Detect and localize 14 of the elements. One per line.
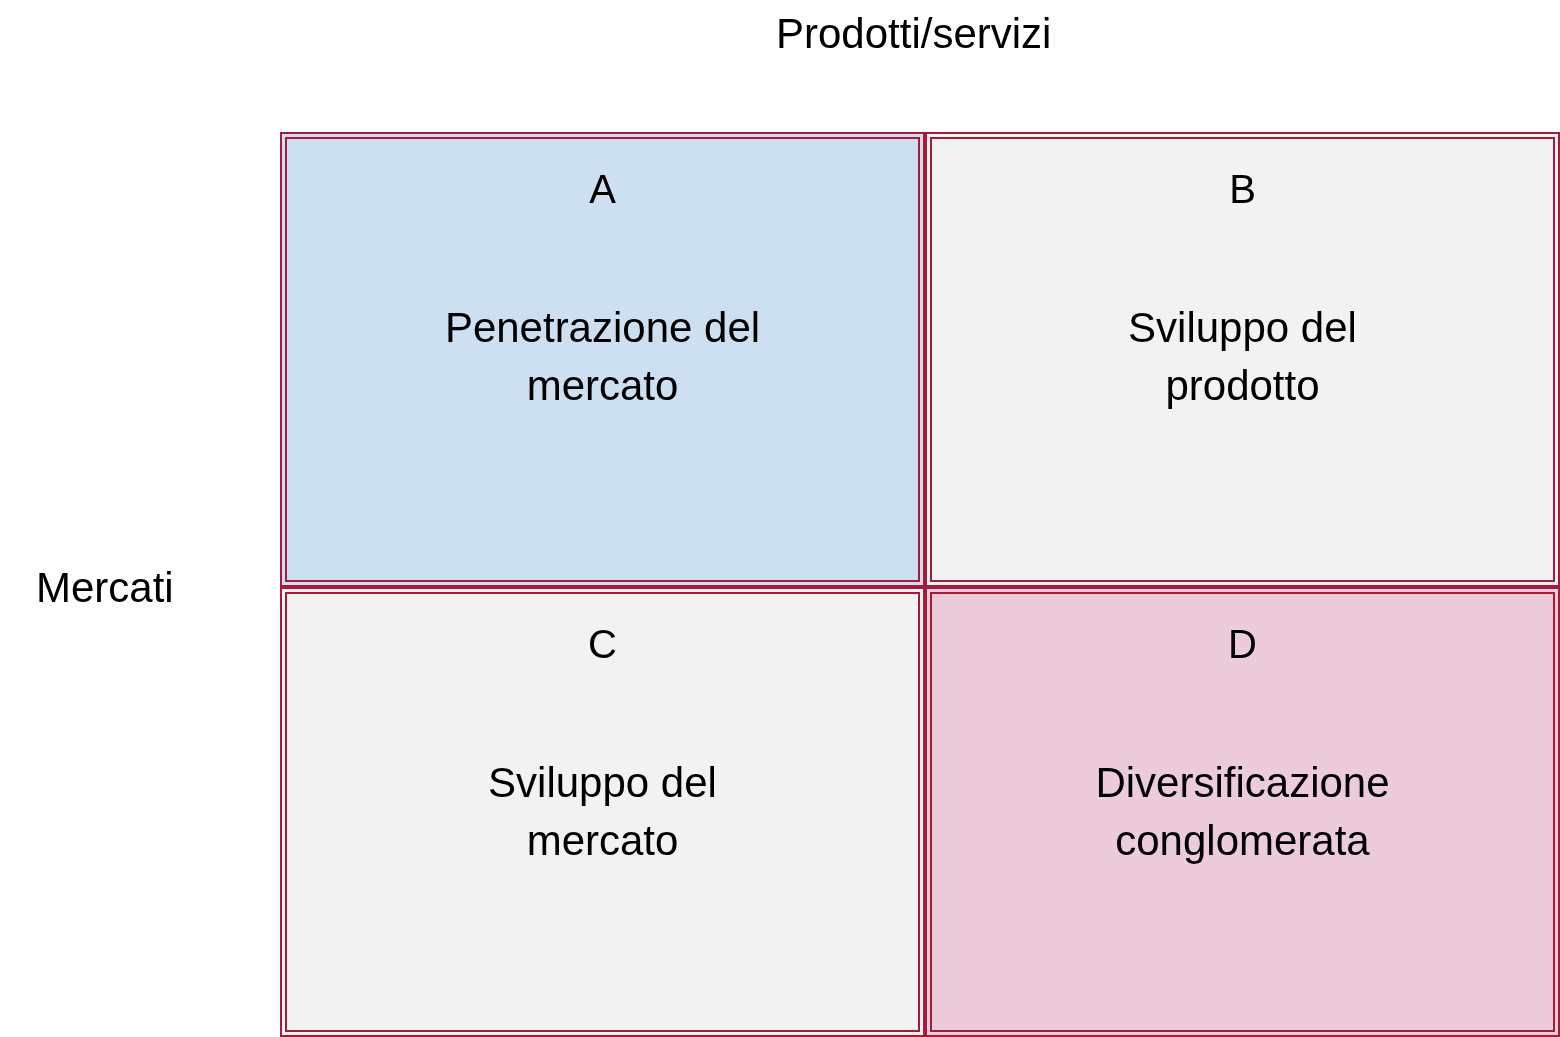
quadrant-letter: B	[1228, 167, 1257, 212]
quadrant-title: Diversificazione conglomerata	[1094, 758, 1391, 866]
quadrant-cell	[280, 587, 925, 1037]
quadrant-letter: D	[1227, 622, 1258, 667]
quadrant-title: Sviluppo del prodotto	[1127, 303, 1358, 411]
quadrant-cell	[280, 132, 925, 587]
quadrant-letter: C	[587, 622, 618, 667]
quadrant-letter: A	[588, 167, 617, 212]
quadrant-title: Sviluppo del mercato	[487, 758, 718, 866]
axis-title: Prodotti/servizi	[776, 10, 1052, 58]
axis-title: Mercati	[36, 564, 174, 612]
quadrant-cell	[925, 587, 1560, 1037]
quadrant-title: Penetrazione del mercato	[443, 303, 762, 411]
quadrant-cell	[925, 132, 1560, 587]
